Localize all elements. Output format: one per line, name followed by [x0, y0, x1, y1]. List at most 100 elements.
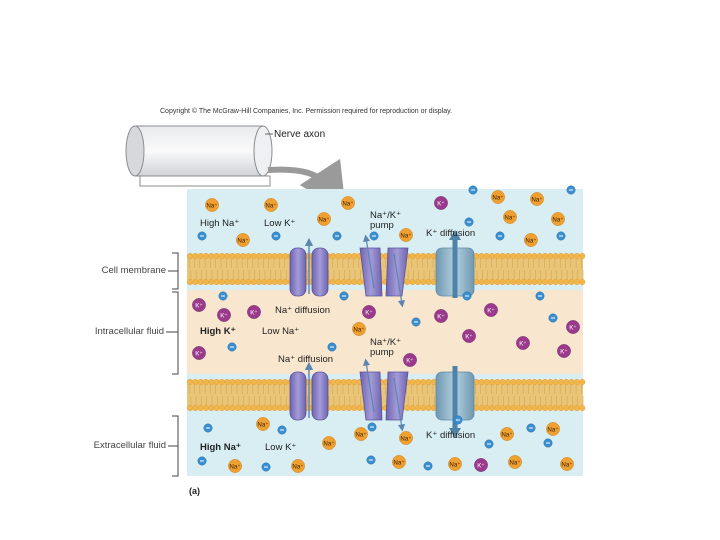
anion	[535, 291, 545, 301]
lipid-head	[202, 279, 209, 286]
lipid-head	[186, 279, 193, 286]
lipid-head	[499, 405, 506, 412]
lipid-head	[568, 379, 575, 386]
lipid-head	[208, 279, 215, 286]
k-channel	[435, 366, 475, 438]
lipid-head	[542, 279, 549, 286]
svg-text:Na⁺: Na⁺	[206, 203, 217, 210]
lipid-head	[499, 379, 506, 386]
lipid-head	[239, 279, 246, 286]
lipid-head	[489, 405, 496, 412]
anion	[332, 231, 342, 241]
lipid-head	[340, 405, 347, 412]
lipid-head	[277, 405, 284, 412]
lipid-head	[563, 279, 570, 286]
svg-text:K⁺: K⁺	[220, 313, 227, 320]
na-ion: Na⁺	[236, 233, 250, 247]
lipid-head	[568, 405, 575, 412]
cell-membrane-label: Cell membrane	[101, 265, 166, 276]
k-channel	[435, 230, 475, 298]
lipid-head	[330, 405, 337, 412]
lipid-head	[229, 405, 236, 412]
top-low-k-label: Low K⁺	[264, 218, 295, 229]
lipid-head	[515, 405, 522, 412]
lipid-head	[255, 379, 262, 386]
lipid-head	[536, 279, 543, 286]
lipid-head	[277, 379, 284, 386]
top-high-na-label: High Na⁺	[200, 218, 239, 229]
lipid-head	[494, 252, 501, 259]
lipid-head	[483, 405, 490, 412]
lipid-head	[414, 279, 421, 286]
anion	[218, 291, 228, 301]
na-k-pump	[359, 234, 409, 308]
lipid-head	[218, 405, 225, 412]
anion	[197, 231, 207, 241]
lipid-head	[266, 379, 273, 386]
lipid-head	[192, 252, 199, 259]
svg-text:K⁺: K⁺	[465, 334, 472, 341]
lipid-head	[510, 379, 517, 386]
svg-text:Na⁺: Na⁺	[525, 238, 536, 245]
lipid-head	[202, 379, 209, 386]
svg-text:Na⁺: Na⁺	[292, 464, 303, 471]
lipid-head	[245, 379, 252, 386]
pump-in-arrow	[393, 377, 405, 432]
lipid-head	[425, 252, 432, 259]
svg-text:Na⁺: Na⁺	[400, 436, 411, 443]
lipid-head	[526, 252, 533, 259]
lipid-head	[266, 279, 273, 286]
lipid-head	[271, 405, 278, 412]
k-ion: K⁺	[516, 336, 530, 350]
lipid-head	[499, 279, 506, 286]
anion	[543, 438, 553, 448]
k-ion: K⁺	[192, 298, 206, 312]
lipid-head	[250, 379, 257, 386]
lipid-head	[420, 405, 427, 412]
k-ion: K⁺	[434, 309, 448, 323]
lipid-head	[250, 279, 257, 286]
svg-text:Na⁺: Na⁺	[552, 217, 563, 224]
cell-membrane-bracket	[172, 252, 179, 290]
lipid-head	[261, 279, 268, 286]
lipid-head	[277, 279, 284, 286]
k-ion: K⁺	[192, 346, 206, 360]
lipid-head	[234, 279, 241, 286]
anion	[366, 455, 376, 465]
lipid-head	[340, 379, 347, 386]
k-ion: K⁺	[362, 305, 376, 319]
lipid-head	[197, 279, 204, 286]
lipid-head	[420, 379, 427, 386]
na-ion: Na⁺	[264, 198, 278, 212]
lipid-head	[520, 252, 527, 259]
k-ion: K⁺	[247, 305, 261, 319]
lipid-head	[356, 279, 363, 286]
na-ion: Na⁺	[560, 457, 574, 471]
lipid-head	[335, 405, 342, 412]
na-ion: Na⁺	[551, 212, 565, 226]
na-ion: Na⁺	[392, 455, 406, 469]
lipid-head	[478, 252, 485, 259]
lipid-head	[494, 379, 501, 386]
anion	[468, 185, 478, 195]
lipid-head	[579, 279, 586, 286]
lipid-head	[282, 252, 289, 259]
svg-text:K⁺: K⁺	[437, 201, 444, 208]
lipid-head	[239, 379, 246, 386]
lipid-head	[202, 252, 209, 259]
lipid-head	[330, 379, 337, 386]
lipid-head	[531, 379, 538, 386]
lipid-head	[245, 405, 252, 412]
lipid-head	[510, 279, 517, 286]
lipid-head	[234, 405, 241, 412]
lipid-head	[420, 279, 427, 286]
lipid-head	[478, 405, 485, 412]
lipid-head	[510, 405, 517, 412]
lipid-head	[208, 405, 215, 412]
na-ion: Na⁺	[508, 455, 522, 469]
lipid-head	[425, 379, 432, 386]
middle-high-k-label: High K⁺	[200, 326, 236, 337]
lipid-head	[579, 252, 586, 259]
lipid-head	[526, 379, 533, 386]
lipid-head	[489, 379, 496, 386]
